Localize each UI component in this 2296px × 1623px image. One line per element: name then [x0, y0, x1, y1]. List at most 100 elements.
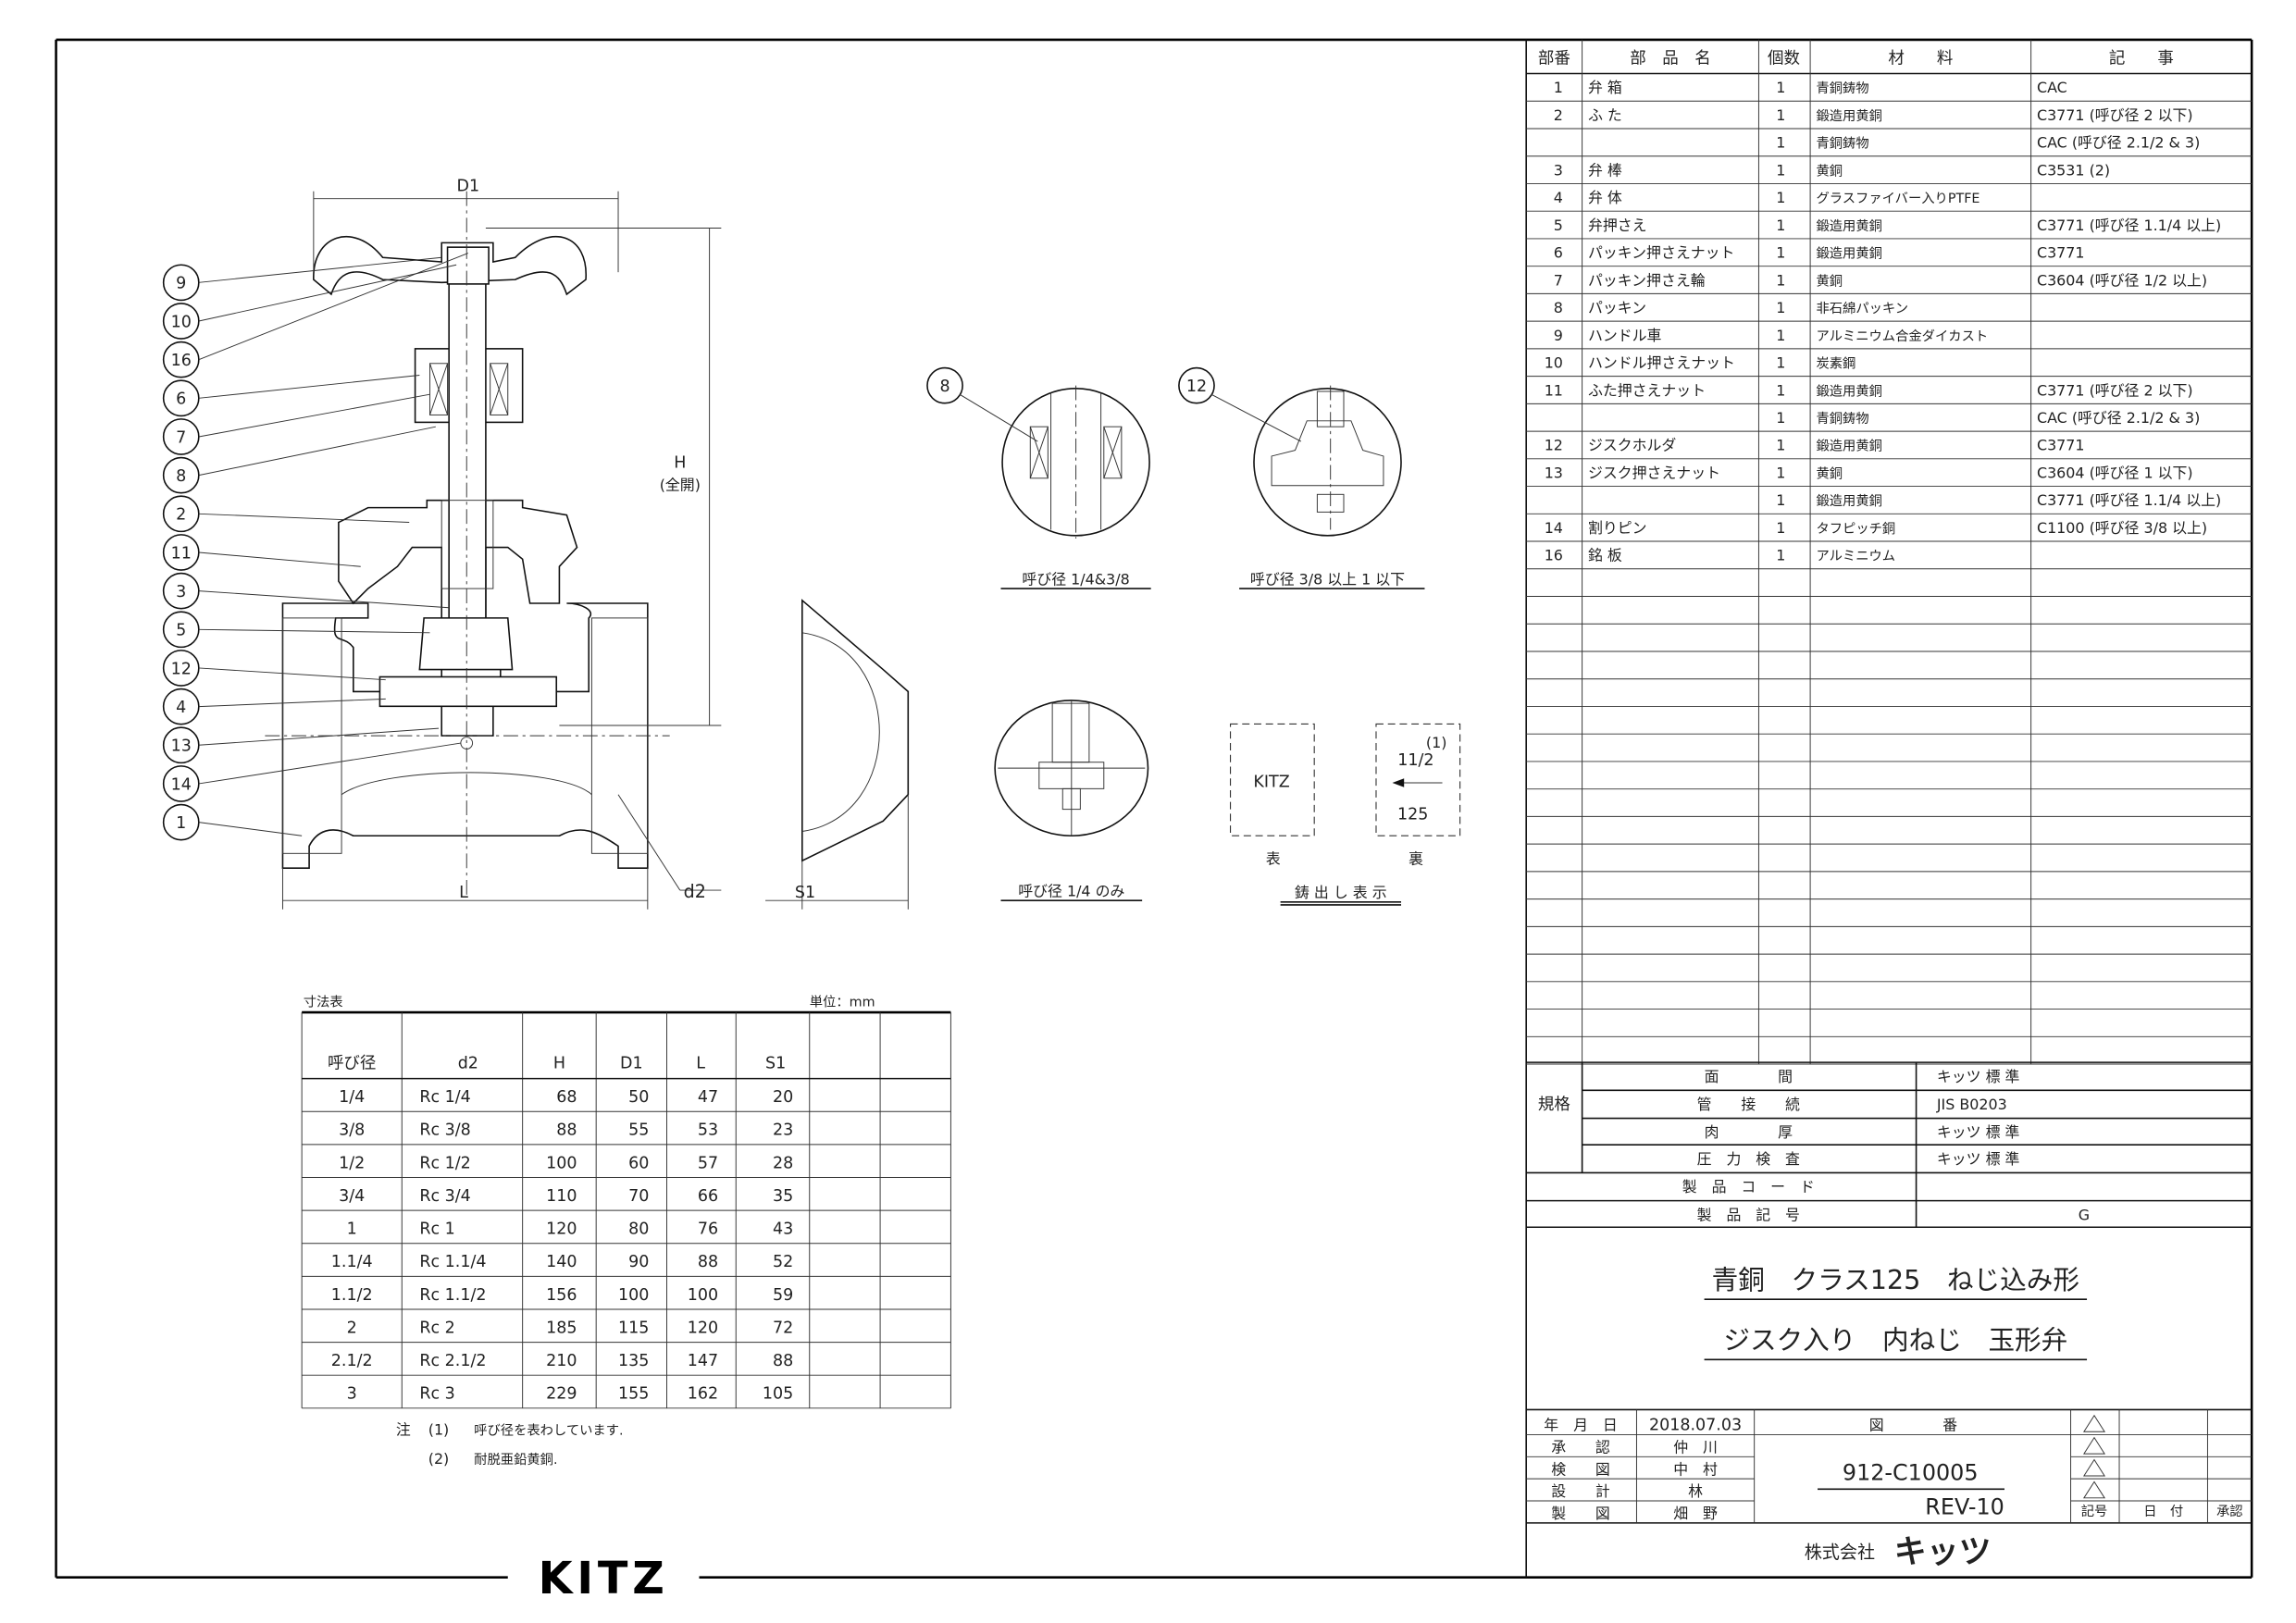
part-balloon: 13 [162, 726, 440, 764]
cast-mark-back-size: 11/2 [1397, 751, 1433, 770]
part-name: パッキン [1588, 299, 1646, 316]
dimension-cell: 28 [773, 1154, 793, 1172]
dimension-cell: 66 [698, 1187, 718, 1206]
balloon-number: 11 [171, 544, 192, 563]
revision-triangle-icon [2083, 1414, 2106, 1432]
part-balloon: 16 [162, 253, 468, 378]
part-name: 銘 板 [1588, 547, 1622, 564]
balloon-number: 4 [176, 699, 186, 717]
part-name: 弁押さえ [1588, 217, 1647, 234]
cast-mark-back-label: 裏 [1409, 849, 1423, 867]
part-number: 10 [1545, 354, 1563, 372]
part-note: C3531 (2) [2037, 161, 2110, 179]
dimension-cell: 68 [556, 1088, 577, 1107]
part-name: ふ た [1588, 106, 1622, 124]
dimension-cell: 60 [628, 1154, 649, 1172]
spec-value: キッツ 標 準 [1937, 1150, 2020, 1168]
dim-label-h-note: (全開) [660, 477, 701, 494]
balloon-number: 7 [176, 428, 186, 447]
part-material: 黄銅 [1816, 465, 1843, 481]
revision-triangle-icon [2083, 1458, 2106, 1477]
part-number: 2 [1554, 106, 1563, 124]
cast-mark-front-label: 表 [1266, 849, 1281, 867]
part-balloon: 3 [162, 572, 450, 610]
part-number: 12 [1545, 437, 1563, 454]
parts-header-3: 材 料 [1888, 49, 1953, 68]
part-balloon: 8 [162, 426, 436, 494]
dimension-header: H [553, 1054, 565, 1072]
kitz-logo: KITZ [539, 1554, 669, 1604]
detail-1-caption: 呼び径 1/4&3/8 [1022, 570, 1129, 588]
part-quantity: 1 [1776, 381, 1785, 399]
parts-header-4: 記 事 [2109, 49, 2174, 68]
part-material: アルミニウム [1816, 549, 1895, 564]
part-quantity: 1 [1776, 189, 1785, 206]
part-balloon: 6 [162, 375, 420, 417]
dimension-cell: 53 [698, 1121, 718, 1140]
dimension-cell: 115 [618, 1319, 649, 1337]
revision-triangle-icon [2083, 1481, 2106, 1499]
signature-role: 設 計 [1551, 1482, 1610, 1500]
dimension-cell: 120 [688, 1319, 718, 1337]
dimension-cell: 162 [688, 1385, 718, 1404]
part-quantity: 1 [1776, 79, 1785, 96]
dim-label-d1: D1 [457, 178, 480, 196]
dimension-cell: Rc 1.1/4 [419, 1253, 486, 1271]
part-material: 鍛造用黄銅 [1816, 108, 1881, 124]
part-balloon: 1 [162, 803, 303, 841]
dimension-cell: 52 [773, 1253, 793, 1271]
part-balloon: 9 [162, 256, 442, 302]
part-number: 11 [1545, 381, 1563, 399]
part-note: C3771 (呼び径 1.1/4 以上) [2037, 217, 2221, 234]
signature-role: 製 図 [1551, 1505, 1610, 1522]
spec-label: 製 品 記 号 [1697, 1206, 1800, 1223]
dimension-cell: 1.1/4 [331, 1253, 373, 1271]
revision-triangle-icon [2083, 1436, 2106, 1455]
dimension-cell: 3 [347, 1385, 357, 1404]
side-view: S1 [765, 599, 910, 910]
part-note: C3771 [2037, 244, 2085, 262]
dimension-header: d2 [458, 1054, 478, 1072]
dimension-cell: 43 [773, 1220, 793, 1239]
part-name: 弁 箱 [1588, 79, 1622, 96]
dimension-cell: 20 [773, 1088, 793, 1107]
dimension-cell: 55 [628, 1121, 649, 1140]
balloon-number: 1 [176, 814, 186, 833]
part-name: パッキン押さえ輪 [1588, 271, 1706, 289]
part-quantity: 1 [1776, 244, 1785, 262]
dimension-cell: 100 [618, 1286, 649, 1305]
part-material: 鍛造用黄銅 [1816, 218, 1881, 234]
part-number: 7 [1554, 271, 1563, 289]
dimension-header: 呼び径 [328, 1054, 376, 1072]
part-quantity: 1 [1776, 354, 1785, 372]
part-balloon: 5 [162, 611, 430, 649]
revision-header: 承認 [2216, 1504, 2243, 1519]
dimension-cell: Rc 2.1/2 [419, 1352, 486, 1370]
signature-role: 承 認 [1551, 1439, 1610, 1456]
signature-name: 林 [1688, 1482, 1703, 1500]
dimension-cell: 140 [546, 1253, 577, 1271]
company-logo: キッツ [1894, 1534, 1992, 1571]
part-name: 弁 棒 [1588, 161, 1622, 179]
part-name: 弁 体 [1588, 189, 1622, 206]
part-quantity: 1 [1776, 519, 1785, 537]
spec-label: 圧 力 検 査 [1697, 1150, 1800, 1168]
part-note: CAC (呼び径 2.1/2 & 3) [2037, 134, 2200, 152]
dimension-cell: 1/4 [339, 1088, 365, 1107]
dim-label-d2: d2 [684, 882, 706, 902]
part-quantity: 1 [1776, 217, 1785, 234]
dimension-cell: 35 [773, 1187, 793, 1206]
part-balloon: 7 [162, 393, 430, 455]
